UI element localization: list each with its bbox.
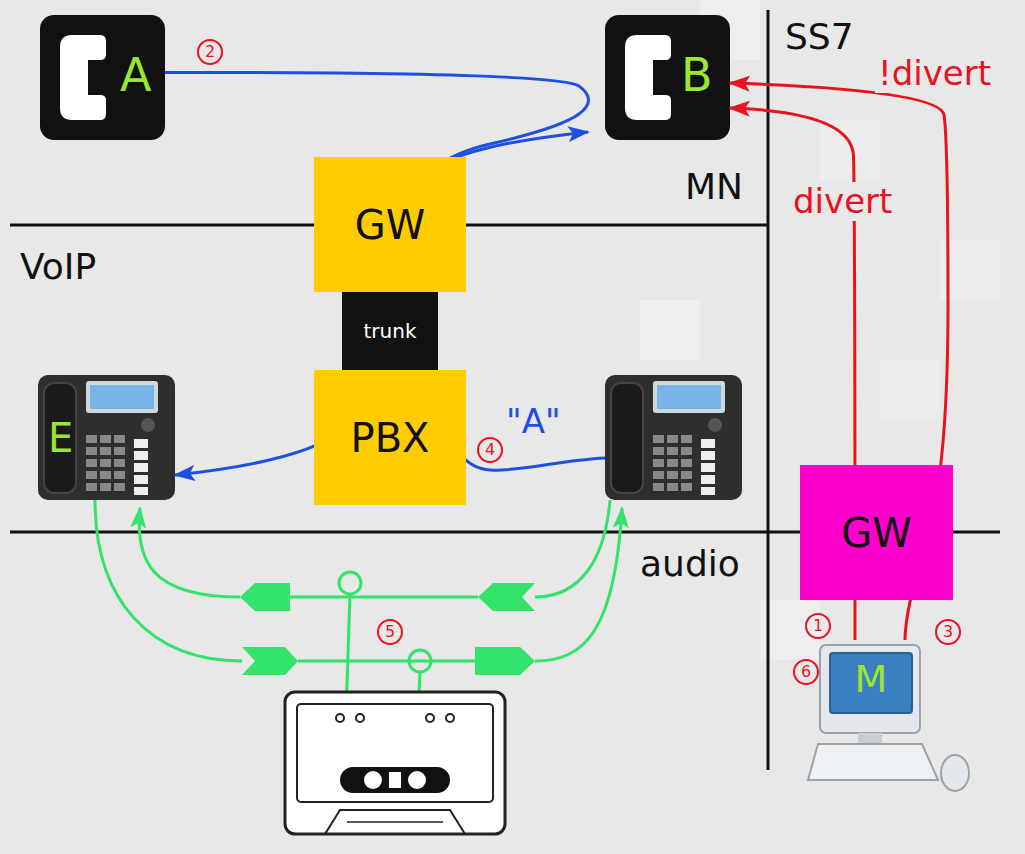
region-lines — [10, 10, 1000, 770]
node-label: E — [48, 415, 73, 461]
computer — [808, 645, 969, 791]
phone-icon — [605, 15, 730, 140]
caller-id-label: "A" — [506, 402, 561, 441]
callout-number: 3 — [936, 621, 960, 643]
node-label: GW — [800, 510, 953, 556]
region-label: MN — [685, 166, 743, 207]
node-label: trunk — [342, 320, 438, 343]
node-label: A — [120, 49, 151, 102]
desk-phone — [605, 375, 742, 500]
pbx-box: PBX — [314, 370, 466, 505]
gateway-box: GW — [800, 465, 953, 600]
callout-number: 2 — [198, 41, 222, 63]
callout-number: 4 — [478, 439, 502, 461]
node-label: GW — [314, 202, 466, 248]
edge-label: divert — [790, 182, 895, 221]
phone: B — [605, 15, 730, 140]
callout-number: 1 — [806, 615, 830, 637]
background-tiles — [640, 0, 1000, 660]
cassette — [285, 692, 505, 834]
connector — [165, 72, 589, 475]
audio-tracks — [95, 500, 622, 714]
node-label: M — [830, 658, 912, 702]
computer: M — [810, 640, 975, 800]
edge-label: !divert — [875, 54, 994, 93]
desk-phone — [38, 375, 175, 500]
audio-tap-shapes — [240, 583, 535, 675]
region-label: VoIP — [20, 246, 96, 287]
callout-number: 6 — [794, 661, 818, 683]
phone-icon — [40, 15, 165, 140]
trunk-box: trunk — [342, 292, 438, 370]
region-label: SS7 — [785, 16, 854, 57]
callout-circles — [198, 40, 960, 684]
node-label: PBX — [314, 415, 466, 461]
node-label: B — [681, 49, 713, 102]
region-label: audio — [640, 543, 740, 584]
phone: A — [40, 15, 165, 140]
gateway-box: GW — [314, 157, 466, 292]
callout-number: 5 — [378, 621, 402, 643]
desk-phone: E — [38, 375, 175, 500]
